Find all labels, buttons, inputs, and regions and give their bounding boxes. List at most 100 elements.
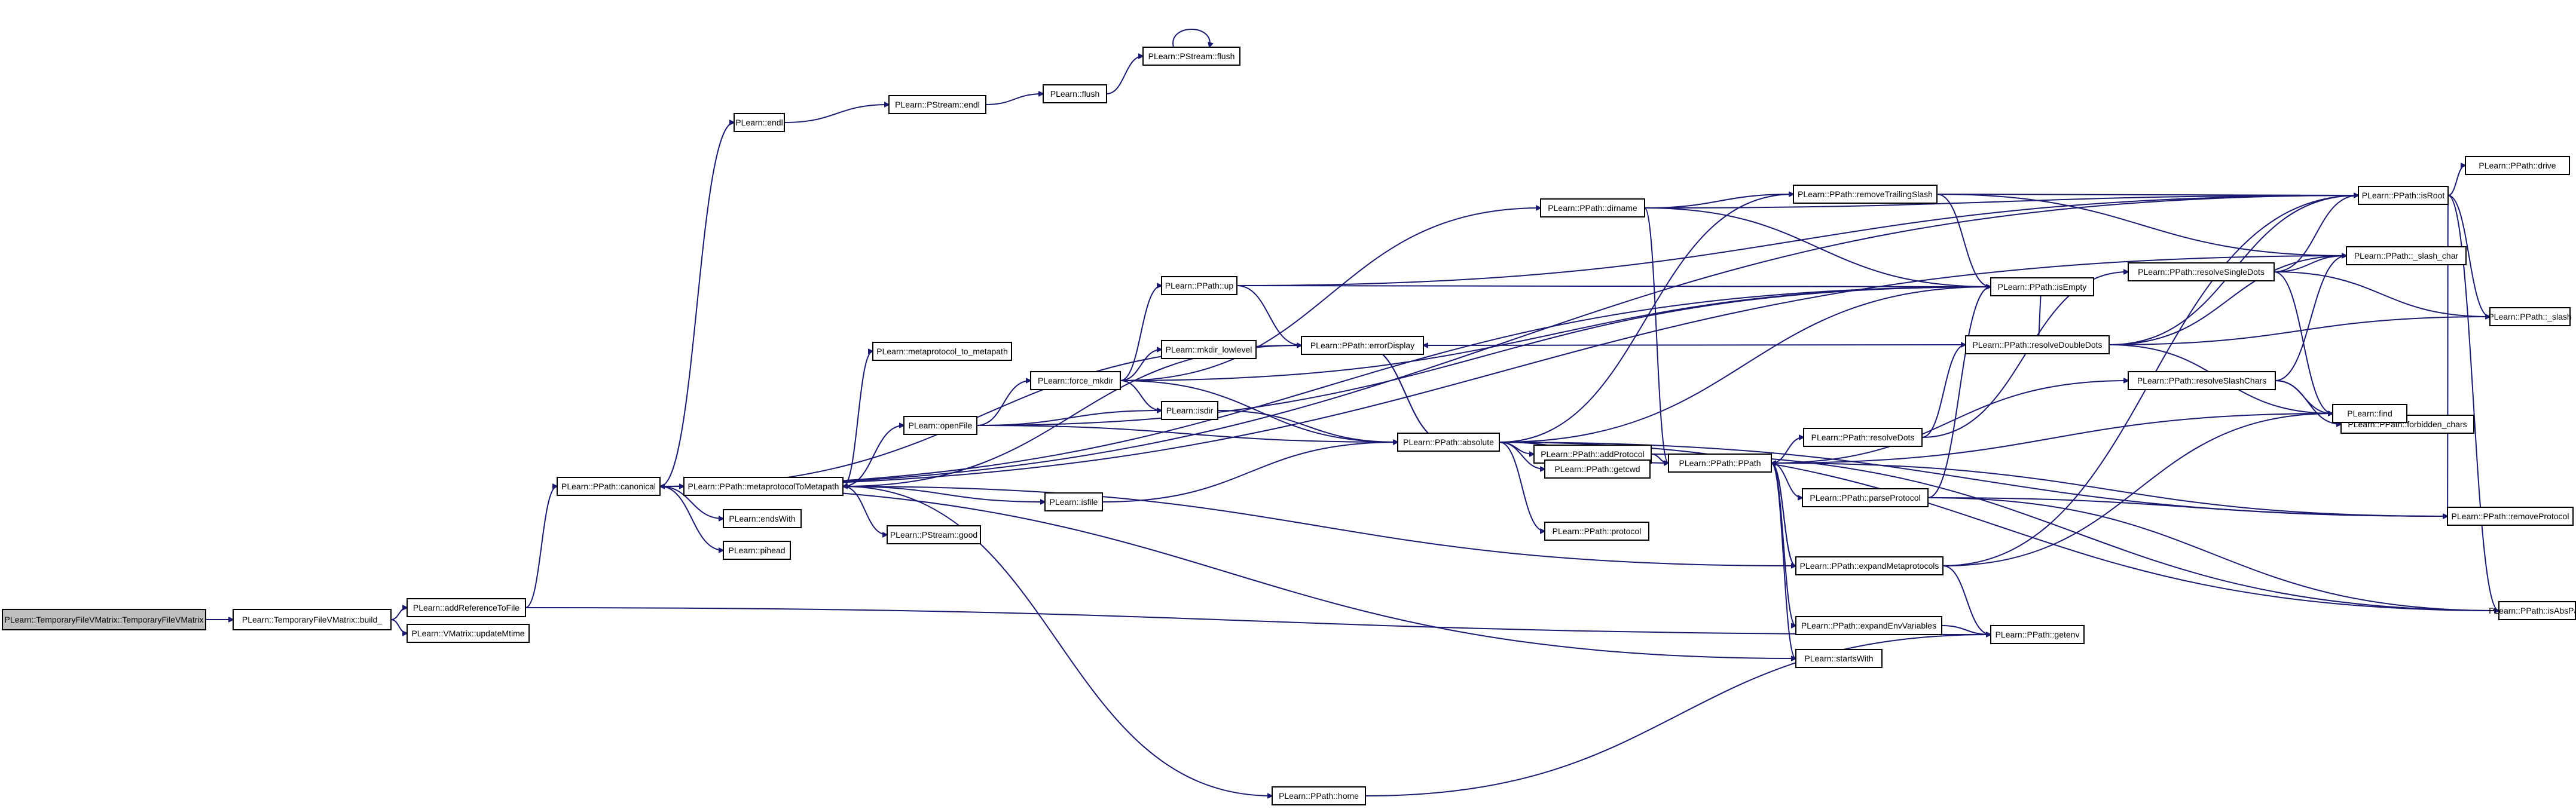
node-isfile[interactable]: PLearn::isfile [1044,492,1103,511]
node-endl[interactable]: PLearn::endl [734,113,785,132]
node-label: PLearn::addReferenceToFile [413,603,520,612]
edge-dirname-to-isEmpty [1644,207,1991,287]
node-getcwd[interactable]: PLearn::PPath::getcwd [1544,459,1651,479]
node-box [723,509,802,528]
node-box [1795,649,1883,668]
node-flush[interactable]: PLearn::flush [1043,84,1107,103]
node-isAbsPath[interactable]: PLearn::PPath::isAbsPath [2489,601,2576,620]
node-up[interactable]: PLearn::PPath::up [1161,276,1237,295]
node-resolveDD[interactable]: PLearn::PPath::resolveDoubleDots [1965,335,2110,354]
node-startsWith[interactable]: PLearn::startsWith [1795,649,1883,668]
node-box [2,609,206,630]
node-box [872,342,1012,361]
node-isEmpty[interactable]: PLearn::PPath::isEmpty [1990,277,2094,296]
edge-parseProtocol-to-isAbsPath [1927,497,2499,611]
node-box [1397,433,1500,452]
node-absolute[interactable]: PLearn::PPath::absolute [1397,433,1500,452]
node-psflush[interactable]: PLearn::PStream::flush [1142,47,1240,66]
node-box [233,609,392,630]
edge-canonical-to-endl [659,122,734,487]
node-label: PLearn::PPath::getcwd [1554,464,1640,474]
node-errorDisplay[interactable]: PLearn::PPath::errorDisplay [1301,336,1424,355]
node-home[interactable]: PLearn::PPath::home [1272,786,1366,805]
node-isRoot[interactable]: PLearn::PPath::isRoot [2358,186,2449,205]
edge-canonical-to-isEmpty [659,287,1991,487]
edge-m2m-to-isfile [842,486,1045,502]
edge-endl-to-psendl [784,105,889,123]
edge-parseProtocol-to-removeProtocol [1927,497,2447,516]
node-resolveDots[interactable]: PLearn::PPath::resolveDots [1803,428,1923,447]
edge-removeTS-to-isRoot [1936,194,2358,195]
node-ppath[interactable]: PLearn::PPath::PPath [1668,454,1772,473]
node-parseProtocol[interactable]: PLearn::PPath::parseProtocol [1802,488,1929,507]
node-label: PLearn::metaprotocol_to_metapath [876,347,1007,356]
edge-isRoot-to-drive [2447,166,2465,196]
node-protocol[interactable]: PLearn::PPath::protocol [1544,522,1649,541]
edge-build-to-updMtime [390,619,407,633]
node-psendl[interactable]: PLearn::PStream::endl [888,95,986,114]
node-label: PLearn::TemporaryFileVMatrix::TemporaryF… [5,615,204,624]
node-resolveSC[interactable]: PLearn::PPath::resolveSlashChars [2128,371,2276,390]
node-label: PLearn::VMatrix::updateMtime [411,629,524,638]
node-openFile[interactable]: PLearn::openFile [903,416,977,435]
node-drive[interactable]: PLearn::PPath::drive [2465,156,2570,175]
edge-isRoot-to-removeProtocol [2447,195,2448,516]
node-label: PLearn::PPath::resolveDoubleDots [1972,340,2102,350]
node-expandEnv[interactable]: PLearn::PPath::expandEnvVariables [1795,616,1942,635]
node-m2m[interactable]: PLearn::PPath::metaprotocolToMetapath [683,477,844,496]
node-label: PLearn::PPath::up [1165,281,1234,290]
edge-m2m-to-mp2mp [842,351,873,487]
node-isdir[interactable]: PLearn::isdir [1161,401,1218,420]
node-slash[interactable]: PLearn::PPath::_slash [2488,307,2572,326]
edge-dirname-to-isRoot [1644,195,2358,209]
node-label: PLearn::TemporaryFileVMatrix::build_ [242,615,382,624]
node-box [1161,401,1218,420]
node-tfvm[interactable]: PLearn::TemporaryFileVMatrix::TemporaryF… [2,609,206,630]
node-resolveSD[interactable]: PLearn::PPath::resolveSingleDots [2128,262,2275,281]
edge-canonical-to-pihead [659,486,723,550]
node-box [1793,185,1938,204]
node-box [1802,488,1929,507]
node-label: PLearn::PPath::_slash_char [2354,251,2459,261]
node-psgood[interactable]: PLearn::PStream::good [887,525,981,544]
edge-expandMP-to-getenv [1942,565,1991,635]
node-box [557,477,661,496]
edge-expandMP-to-ppath [1771,463,1796,566]
node-pihead[interactable]: PLearn::pihead [723,541,791,560]
node-updMtime[interactable]: PLearn::VMatrix::updateMtime [407,624,530,643]
node-removeTS[interactable]: PLearn::PPath::removeTrailingSlash [1793,185,1938,204]
edge-expandEnv-to-getenv [1941,625,1991,635]
edge-isRoot-to-slash [2447,195,2490,317]
edge-flush-to-psflush [1106,56,1143,94]
node-endsWith[interactable]: PLearn::endsWith [723,509,802,528]
edge-ppath-to-removeProtocol [1771,462,2447,516]
edge-expandMP-to-m2m [843,486,1796,566]
node-slashChar[interactable]: PLearn::PPath::_slash_char [2346,246,2467,265]
node-forceMkdir[interactable]: PLearn::force_mkdir [1030,371,1121,390]
node-expandMP[interactable]: PLearn::PPath::expandMetaprotocols [1795,556,1944,575]
node-mp2mp[interactable]: PLearn::metaprotocol_to_metapath [872,342,1012,361]
edge-resolveDD-to-slash [2109,317,2490,345]
edge-dirname-to-ppath [1644,207,1669,463]
node-dirname[interactable]: PLearn::PPath::dirname [1540,198,1645,217]
node-canonical[interactable]: PLearn::PPath::canonical [557,477,661,496]
node-layer: PLearn::TemporaryFileVMatrix::TemporaryF… [2,47,2576,805]
node-label: PLearn::openFile [909,421,973,430]
node-box [1965,335,2110,354]
edge-absolute-to-protocol [1499,442,1545,531]
node-getenv[interactable]: PLearn::PPath::getenv [1990,625,2085,644]
node-label: PLearn::PPath::absolute [1403,437,1494,447]
node-box [1803,428,1923,447]
edge-absolute-to-removeTS [1499,194,1793,443]
node-find[interactable]: PLearn::find [2332,404,2407,423]
edge-absolute-to-getcwd [1499,442,1545,469]
edge-canonical-to-startsWith [659,486,1796,658]
node-label: PLearn::PPath::isAbsPath [2489,606,2576,615]
node-addRef[interactable]: PLearn::addReferenceToFile [407,598,526,617]
node-mkdirLow[interactable]: PLearn::mkdir_lowlevel [1161,340,1257,359]
node-box [723,541,791,560]
edge-absolute-to-isEmpty [1499,287,1991,443]
node-label: PLearn::PPath::expandEnvVariables [1801,621,1936,630]
node-removeProtocol[interactable]: PLearn::PPath::removeProtocol [2447,507,2574,526]
node-build[interactable]: PLearn::TemporaryFileVMatrix::build_ [233,609,392,630]
